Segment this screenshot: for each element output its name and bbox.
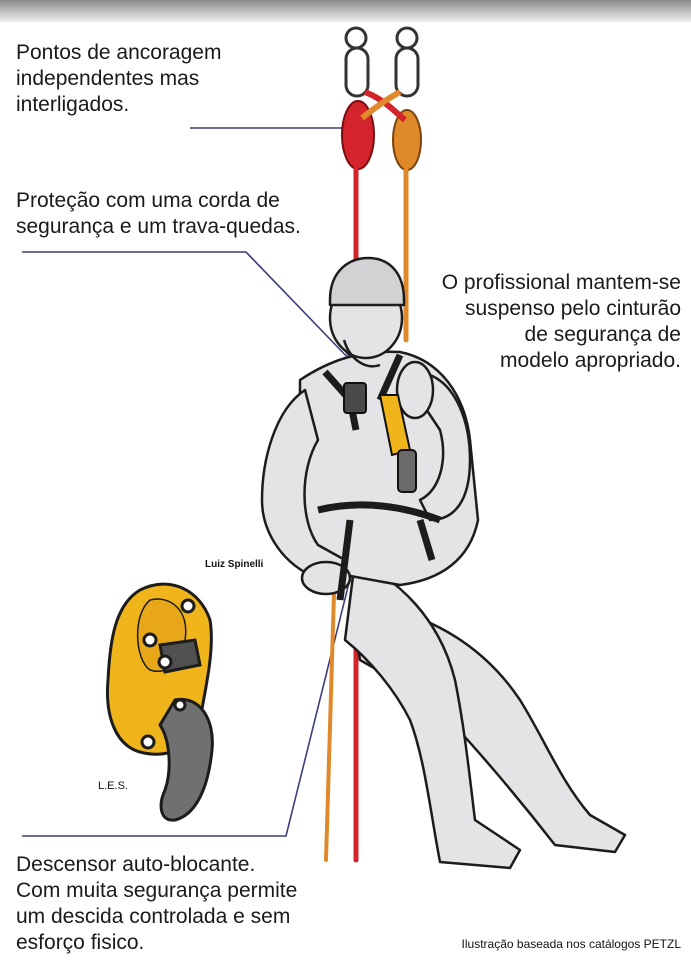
descender-caption-line-3: um descida controlada e sem [16, 904, 297, 930]
protection-caption: Proteção com uma corda de segurança e um… [16, 188, 301, 240]
anchor-caption-line-3: interligados. [16, 92, 221, 118]
anchor-caption-line-2: independentes mas [16, 66, 221, 92]
protection-caption-line-2: segurança e um trava-quedas. [16, 214, 301, 240]
connector [398, 450, 416, 492]
anchor-caption-line-1: Pontos de ancoragem [16, 40, 221, 66]
professional-caption-line-3: de segurança de [442, 322, 681, 348]
helmet [330, 258, 404, 305]
professional-caption: O profissional mantem-se suspenso pelo c… [442, 270, 681, 374]
author-signature: Luiz Spinelli [205, 559, 263, 570]
anchor-points-caption: Pontos de ancoragem independentes mas in… [16, 40, 221, 118]
descender-caption: Descensor auto-blocante. Com muita segur… [16, 852, 297, 956]
anchor-knots [342, 92, 421, 170]
descender-caption-line-4: esforço fisico. [16, 930, 297, 956]
right-hand [397, 362, 433, 418]
descender-caption-line-2: Com muita segurança permite [16, 878, 297, 904]
anchor-carabiners [346, 28, 418, 96]
fall-arrester [344, 383, 366, 413]
descender-caption-line-1: Descensor auto-blocante. [16, 852, 297, 878]
image-credit: Ilustração baseada nos catálogos PETZL [462, 937, 681, 951]
professional-caption-line-2: suspenso pelo cinturão [442, 296, 681, 322]
professional-caption-line-4: modelo apropriado. [442, 348, 681, 374]
protection-caption-line-1: Proteção com uma corda de [16, 188, 301, 214]
device-label: L.E.S. [98, 780, 128, 792]
professional-caption-line-1: O profissional mantem-se [442, 270, 681, 296]
protection-leader-line [22, 252, 352, 362]
